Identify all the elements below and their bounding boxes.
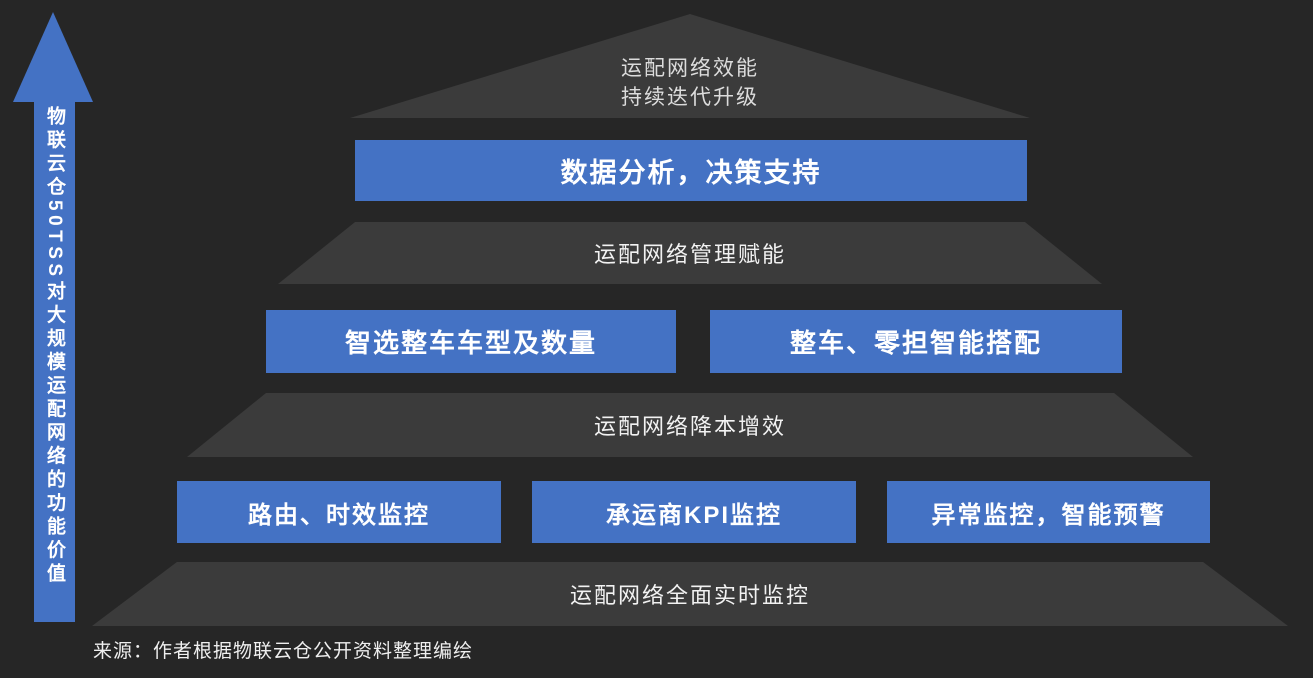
feature-box-vehicle-selection: 智选整车车型及数量	[266, 310, 676, 373]
feature-box-label: 数据分析，决策支持	[560, 158, 822, 188]
apex-caption-line1: 运配网络效能	[621, 57, 759, 80]
feature-box-route-timeliness-monitoring: 路由、时效监控	[177, 481, 501, 543]
band-management-empowerment: 运配网络管理赋能	[278, 222, 1102, 284]
feature-box-label: 智选整车车型及数量	[344, 328, 597, 358]
feature-box-label: 异常监控，智能预警	[931, 501, 1166, 529]
up-arrow-icon	[13, 12, 93, 102]
band-label: 运配网络降本增效	[593, 414, 786, 439]
feature-box-ftl-ltl-matching: 整车、零担智能搭配	[710, 310, 1122, 373]
apex-caption-line2: 持续迭代升级	[621, 86, 759, 109]
band-label: 运配网络全面实时监控	[569, 583, 810, 608]
apex-caption: 运配网络效能 持续迭代升级	[350, 54, 1030, 112]
band-cost-reduction-efficiency: 运配网络降本增效	[187, 393, 1193, 457]
feature-box-carrier-kpi-monitoring: 承运商KPI监控	[532, 481, 856, 543]
feature-box-anomaly-alert: 异常监控，智能预警	[887, 481, 1210, 543]
source-note: 来源：作者根据物联云仓公开资料整理编绘	[93, 641, 474, 662]
feature-box-label: 路由、时效监控	[248, 501, 430, 529]
feature-box-label: 整车、零担智能搭配	[789, 328, 1042, 358]
feature-box-label: 承运商KPI监控	[605, 501, 782, 529]
pyramid-apex-triangle: 运配网络效能 持续迭代升级	[350, 14, 1030, 118]
feature-box-data-analysis: 数据分析，决策支持	[355, 140, 1027, 201]
value-axis-label: 物联云仓50TSS对大规模运配网络的功能价值	[44, 106, 65, 587]
up-arrow-shaft	[34, 100, 75, 622]
band-label: 运配网络管理赋能	[593, 242, 786, 267]
band-full-realtime-monitoring: 运配网络全面实时监控	[92, 562, 1288, 626]
